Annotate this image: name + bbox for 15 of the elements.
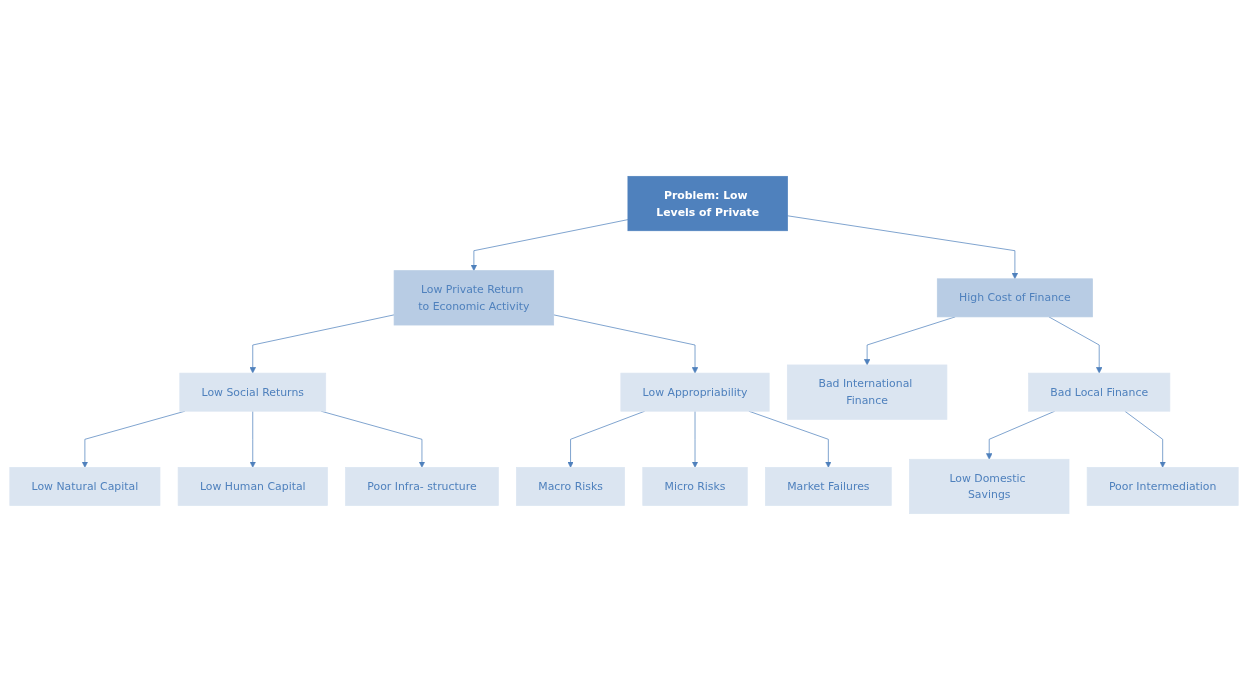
node-box: Low Private Return to Economic Activity (393, 269, 555, 325)
node-box: Poor Intermediation (1086, 466, 1239, 506)
node-box: Macro Risks (516, 466, 625, 506)
node-box: High Cost of Finance (936, 277, 1093, 317)
node-box: Problem: Low Levels of Private (627, 175, 788, 231)
node-box: Low Natural Capital (9, 466, 161, 506)
node-box: Low Human Capital (177, 466, 328, 506)
node-box: Micro Risks (642, 466, 748, 506)
node-box: Low Domestic Savings (909, 458, 1070, 514)
node-box: Bad Local Finance (1028, 372, 1171, 412)
node-box: Low Appropriability (620, 372, 770, 412)
node-box: Bad International Finance (786, 364, 948, 420)
node-box: Market Failures (765, 466, 892, 506)
node-box: Poor Infra- structure (345, 466, 499, 506)
node-box: Low Social Returns (179, 372, 327, 412)
